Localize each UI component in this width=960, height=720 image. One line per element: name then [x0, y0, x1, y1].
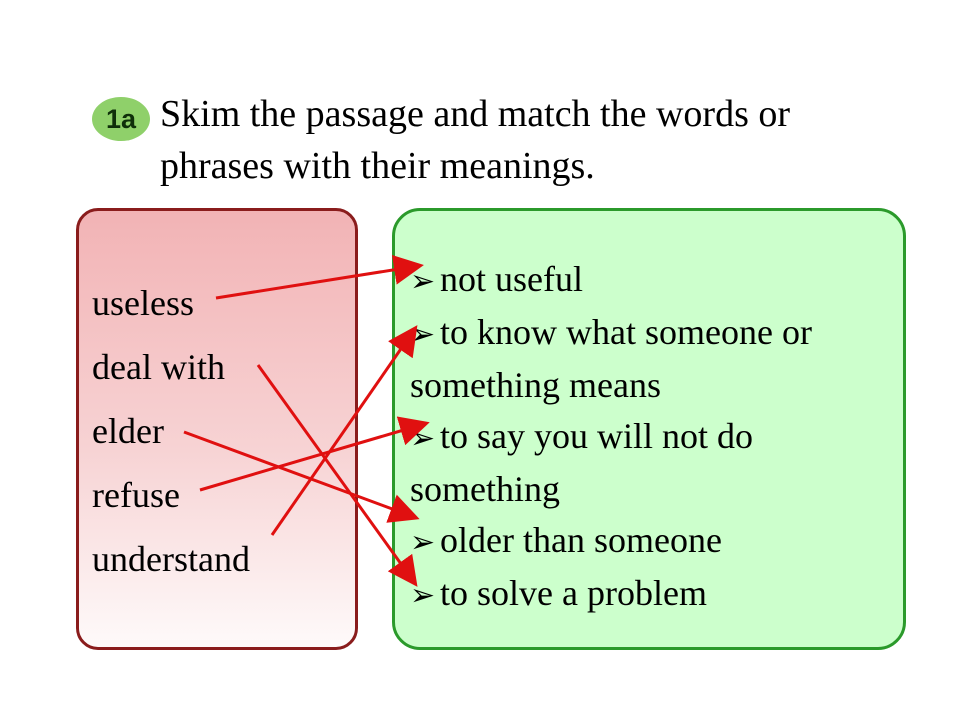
meaning-older[interactable]: ➢older than someone [410, 515, 900, 568]
arrow-bullet-icon: ➢ [410, 264, 436, 299]
meaning-text: to say you will not do something [410, 416, 753, 509]
exercise-badge-label: 1a [105, 103, 137, 134]
meaning-solve-problem[interactable]: ➢to solve a problem [410, 568, 900, 621]
arrow-bullet-icon: ➢ [410, 525, 436, 560]
word-elder[interactable]: elder [92, 411, 164, 451]
word-refuse[interactable]: refuse [92, 475, 180, 515]
word-deal-with[interactable]: deal with [92, 347, 225, 387]
word-useless[interactable]: useless [92, 283, 194, 323]
meanings-panel [392, 208, 906, 650]
arrow-bullet-icon: ➢ [410, 578, 436, 613]
meaning-text: to know what someone or something means [410, 312, 812, 405]
exercise-badge: 1a [92, 97, 150, 141]
meaning-to-say-not-do[interactable]: ➢to say you will not do something [410, 411, 900, 515]
meaning-to-know[interactable]: ➢to know what someone or something means [410, 307, 900, 411]
arrow-bullet-icon: ➢ [410, 421, 436, 456]
instruction-text: Skim the passage and match the words or … [160, 88, 920, 192]
meaning-not-useful[interactable]: ➢not useful [410, 254, 900, 307]
instruction-line-1: Skim the passage and match the words or [160, 93, 791, 135]
meanings-list: ➢not useful ➢to know what someone or som… [410, 254, 900, 621]
meaning-text: to solve a problem [440, 573, 707, 613]
word-understand[interactable]: understand [92, 539, 250, 579]
meaning-text: older than someone [440, 520, 722, 560]
instruction-line-2: phrases with their meanings. [160, 145, 595, 187]
meaning-text: not useful [440, 259, 583, 299]
arrow-bullet-icon: ➢ [410, 317, 436, 352]
